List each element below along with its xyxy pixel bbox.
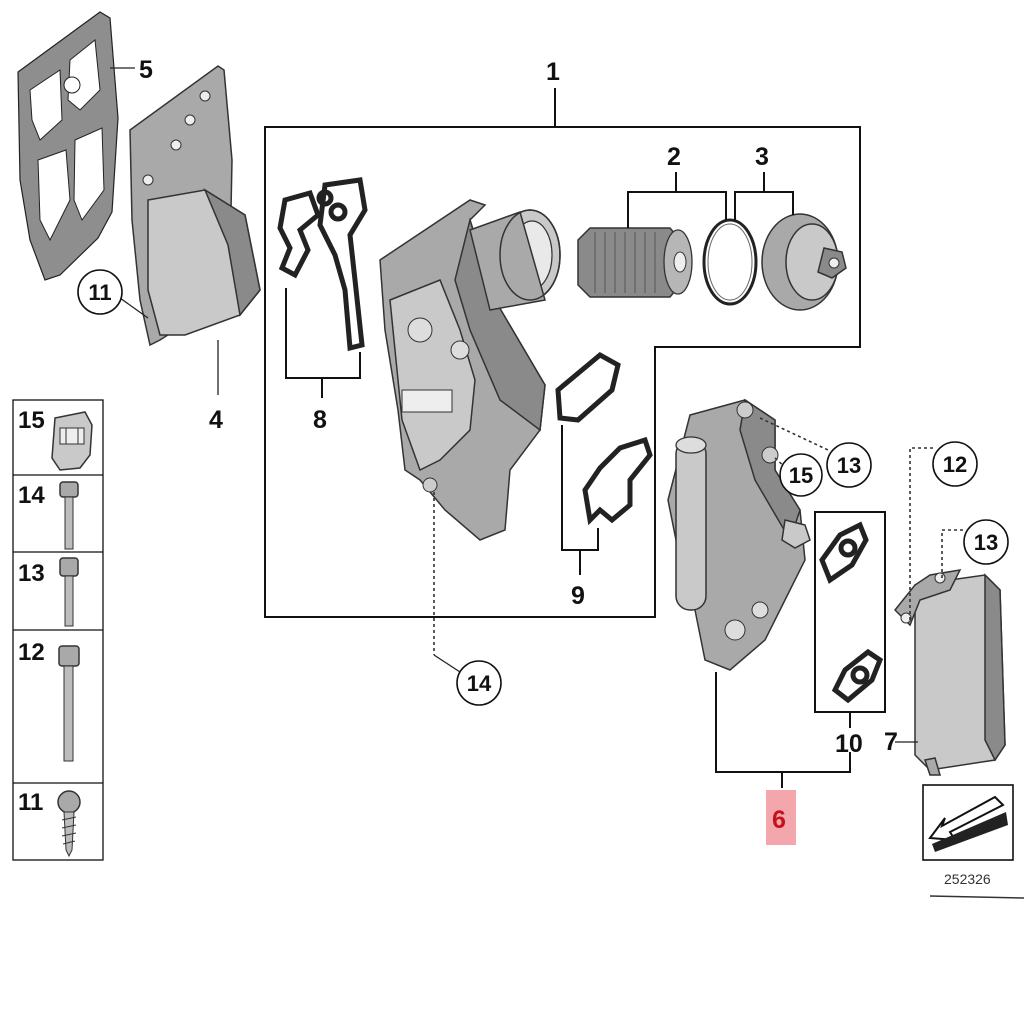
part-6-housing (667, 398, 811, 671)
legend-15-sleeve-icon (51, 411, 93, 471)
callout-10: 10 (835, 730, 863, 758)
legend-table: 15 14 13 12 11 (12, 399, 104, 861)
callout-11-circle: 11 (77, 269, 149, 319)
part-9-gaskets (555, 351, 653, 526)
callout-12: 12 (943, 452, 967, 477)
part-4-cooler (129, 65, 261, 347)
legend-label-14: 14 (18, 482, 45, 509)
callout-13b: 13 (974, 530, 998, 555)
part-3-cap (761, 213, 847, 311)
legend-12-bolt-icon (58, 645, 80, 762)
legend-label-15: 15 (18, 407, 45, 434)
callout-6[interactable]: 6 (772, 806, 786, 834)
legend-13-bolt-icon (59, 557, 79, 627)
part-10-gaskets (814, 511, 886, 713)
callout-5: 5 (139, 56, 153, 84)
filter-housing (379, 199, 561, 541)
callout-4: 4 (209, 406, 223, 434)
part-8-gaskets (277, 177, 368, 352)
legend-label-11: 11 (18, 789, 43, 816)
reference-number: 252326 (944, 871, 991, 887)
callout-3: 3 (755, 143, 769, 171)
legend-label-13: 13 (18, 560, 45, 587)
callout-12-circle: 12 (932, 441, 978, 487)
callout-6-highlight (766, 790, 796, 845)
callout-9: 9 (571, 582, 585, 610)
assembly-1-bracket (264, 88, 861, 618)
part-2-filter (577, 227, 693, 298)
part-5-gasket (17, 11, 119, 281)
callout-11: 11 (88, 280, 111, 305)
legend-label-12: 12 (18, 639, 45, 666)
callout-13-circle: 13 (826, 442, 872, 488)
callout-15-circle: 15 (779, 453, 823, 497)
callout-8: 8 (313, 406, 327, 434)
callout-7: 7 (884, 728, 898, 756)
callout-15: 15 (789, 463, 813, 488)
part-7-cooler (893, 569, 1006, 776)
callout-13: 13 (837, 453, 861, 478)
callout-14: 14 (467, 671, 492, 696)
callout-14-circle: 14 (456, 660, 502, 706)
callout-2: 2 (667, 143, 681, 171)
legend-11-screw-icon (57, 790, 81, 858)
callout-13b-circle: 13 (963, 519, 1009, 565)
orientation-arrow-icon (922, 784, 1014, 861)
callout-1: 1 (546, 58, 560, 86)
o-ring (702, 218, 758, 306)
legend-14-bolt-icon (59, 481, 79, 550)
